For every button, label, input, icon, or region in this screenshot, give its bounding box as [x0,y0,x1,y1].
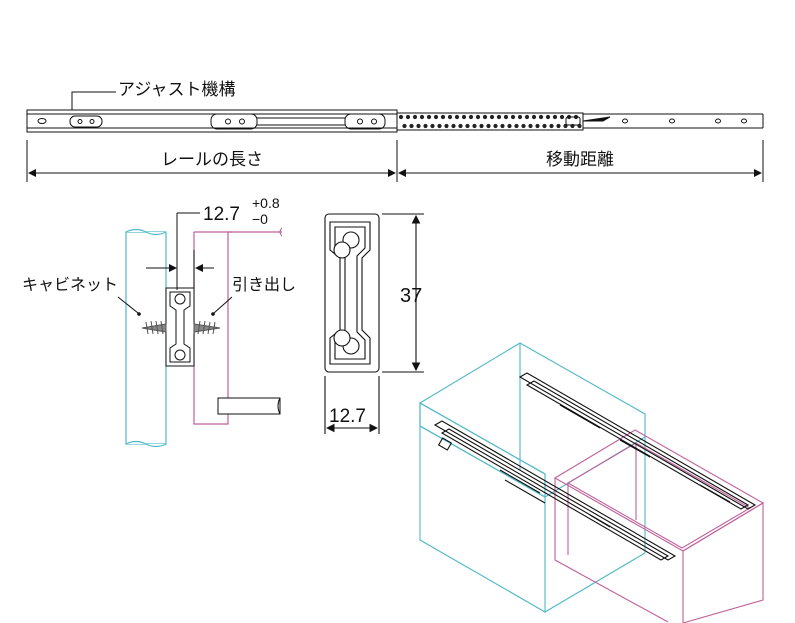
drawer-box [553,429,765,623]
width-dimension: 12.7 [329,406,366,427]
install-section [117,212,283,448]
adjust-label-group: アジャスト機構 [71,80,235,110]
ball-bearing [482,114,488,120]
drawer-bottom [217,397,281,415]
ball-bearing [493,123,498,129]
ball-bearing [412,114,418,120]
ball-bearing [545,114,551,120]
travel-label: 移動距離 [546,150,614,170]
isometric-assembly [419,342,765,623]
ball-bearing [468,114,474,120]
ball-bearing [472,123,477,129]
ball-bearing [500,123,505,129]
adjust-label: アジャスト機構 [118,80,235,100]
ball-bearing [416,123,421,129]
ball-bearing [461,114,467,120]
ball-bearing [535,123,540,129]
ball-bearing [437,123,442,129]
ball-bearing [514,123,519,129]
ball-bearing [489,114,495,120]
ball-bearing [433,114,439,120]
ball-bearing [496,114,502,120]
ball-bearing [430,123,435,129]
ball-bearing [552,114,558,120]
ball-bearing [458,123,463,129]
ball-bearing [447,114,453,120]
ball-bearing [549,123,554,129]
adjust-slot [69,115,103,128]
ball-bearing [528,123,533,129]
ball-bearing [507,123,512,129]
gap-tolerance-minus: −0 [252,211,268,227]
ball-bearing [419,114,425,120]
gap-dimension-value: 12.7 [203,204,240,225]
ball-bearing [479,123,484,129]
ball-bearing [503,114,509,120]
ball-bearing [517,114,523,120]
rail-top-view [26,109,764,133]
cabinet-wall [125,231,167,445]
ball-bearing [423,123,428,129]
ball-bearing [444,123,449,129]
rail-profile-detail [324,213,424,434]
ball-bearing [454,114,460,120]
rail-left [433,420,677,561]
ball-bearing [475,114,481,120]
screw-drawer [193,320,221,335]
ball-bearings [398,114,582,129]
rail-length-label: レールの長さ [161,150,263,170]
ball-bearing [465,123,470,129]
ball-bearing [521,123,526,129]
gap-tolerance-plus: +0.8 [252,195,280,211]
ball-bearing [559,114,565,120]
ball-bearing [556,123,561,129]
ball-bearing [531,114,537,120]
ball-bearing [524,114,530,120]
ball-bearing [426,114,432,120]
ball-bearing [451,123,456,129]
height-dimension: 37 [400,285,422,307]
ball-bearing [510,114,516,120]
rail-length-dimension [26,140,764,182]
ball-bearing [405,114,411,120]
ball-bearing [542,123,547,129]
screw-cabinet [141,320,167,335]
ball-bearing [538,114,544,120]
ball-bearing [402,123,407,129]
rail-right [518,372,757,510]
drawer-label: 引き出し [232,275,296,294]
outer-rail [26,109,398,133]
mount-hole [37,118,47,124]
ball-bearing [440,114,446,120]
cabinet-label: キャビネット [22,275,118,294]
ball-bearing [398,114,404,120]
ball-bearing [486,123,491,129]
ball-bearing [409,123,414,129]
